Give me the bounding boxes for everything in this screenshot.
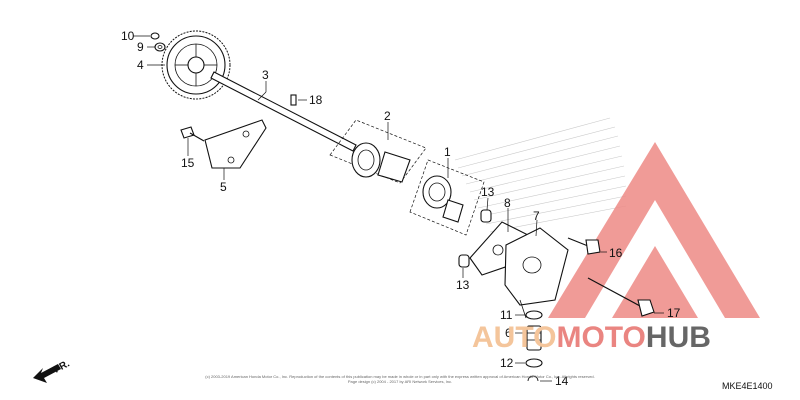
pump-body-part [504,227,569,319]
callout-1: 1 [444,145,451,159]
plate-part [204,119,267,169]
background-hatching [454,117,627,233]
callout-3: 3 [262,68,269,82]
callout-6: 6 [505,326,512,340]
callout-15: 15 [181,156,195,170]
callout-18: 18 [309,93,323,107]
callout-13-upper: 13 [481,185,495,199]
bolt-16-part [567,237,601,255]
watermark-text-auto: AUTO [472,321,556,354]
clip-part [150,32,160,40]
o-ring-part [525,310,543,320]
leader-lines [133,35,664,382]
bolt-17-part [587,277,655,317]
shaft-part [210,71,357,152]
relief-valve-part [526,325,542,351]
dowel-part-lower [458,254,470,268]
clip-14-part [527,375,539,382]
callout-2: 2 [384,109,391,123]
callout-14: 14 [555,374,569,388]
callout-9: 9 [137,40,144,54]
callout-11: 11 [500,308,513,322]
rotor-group-1 [409,159,485,236]
callout-12: 12 [500,356,514,370]
watermark-text-hub: HUB [646,321,711,354]
pin-part [290,94,297,106]
diagram-code: MKE4E1400 [722,381,773,391]
callout-7: 7 [533,209,540,223]
copyright-line-2: Page design (c) 2004 - 2017 by ARI Netwo… [348,379,452,384]
direction-label: FR. [52,358,72,375]
washer-part [154,42,166,52]
svg-text:AUTOMOTOHUB: AUTOMOTOHUB [472,321,711,354]
callout-17: 17 [667,306,681,320]
callout-5: 5 [220,180,227,194]
callout-4: 4 [137,58,144,72]
watermark-logo [548,142,760,318]
gear-part [161,30,231,100]
watermark-text-moto: MOTO [556,321,645,354]
callout-16: 16 [609,246,623,260]
copyright-line-1: (c) 2003-2019 American Honda Motor Co., … [205,374,595,379]
rotor-group-2 [329,119,427,184]
direction-arrow: FR. [33,358,72,383]
bolt-part [180,126,205,142]
callout-8: 8 [504,196,511,210]
dowel-part-upper [480,209,492,223]
callout-13-lower: 13 [456,278,470,292]
callout-10: 10 [121,29,135,43]
washer-12-part [525,358,543,368]
